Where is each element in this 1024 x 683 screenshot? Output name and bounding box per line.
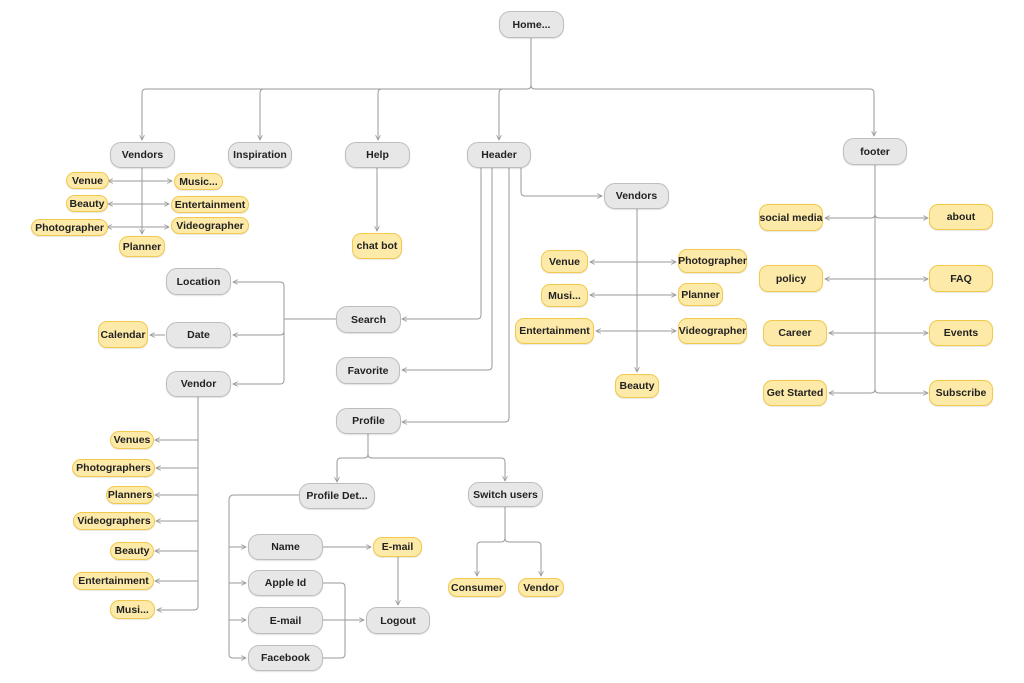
- profile-node[interactable]: Profile: [336, 408, 401, 434]
- logout-node[interactable]: Logout: [366, 607, 430, 634]
- about-node[interactable]: about: [929, 204, 993, 230]
- vendors-videographer-node[interactable]: Videographer: [171, 217, 249, 234]
- footer-node[interactable]: footer: [843, 138, 907, 165]
- policy-node[interactable]: policy: [759, 265, 823, 292]
- profile-details-node[interactable]: Profile Det...: [299, 483, 375, 509]
- vendor-videographers-node[interactable]: Videographers: [73, 512, 155, 530]
- switch-vendor-node[interactable]: Vendor: [518, 578, 564, 597]
- favorite-node[interactable]: Favorite: [336, 357, 400, 384]
- vendor-beauty-node[interactable]: Beauty: [110, 542, 154, 560]
- header-vendors-photographer-node[interactable]: Photographer: [678, 249, 747, 273]
- header-vendors-entertainment-node[interactable]: Entertainment: [515, 318, 594, 344]
- search-node[interactable]: Search: [336, 306, 401, 333]
- name-node[interactable]: Name: [248, 534, 323, 560]
- vendors-planner-node[interactable]: Planner: [119, 236, 165, 257]
- vendors-node[interactable]: Vendors: [110, 142, 175, 168]
- header-vendors-venue-node[interactable]: Venue: [541, 250, 588, 273]
- header-vendors-music-node[interactable]: Musi...: [541, 284, 588, 307]
- vendors-entertainment-node[interactable]: Entertainment: [171, 196, 249, 213]
- vendor-photographers-node[interactable]: Photographers: [72, 459, 155, 477]
- calendar-node[interactable]: Calendar: [98, 321, 148, 348]
- switch-users-node[interactable]: Switch users: [468, 482, 543, 507]
- home-node[interactable]: Home...: [499, 11, 564, 38]
- social-media-node[interactable]: social media: [759, 204, 823, 231]
- email-node[interactable]: E-mail: [248, 607, 323, 634]
- date-node[interactable]: Date: [166, 322, 231, 348]
- header-vendors-videographer-node[interactable]: Videographer: [678, 318, 747, 344]
- vendors-music-node[interactable]: Music...: [174, 173, 223, 190]
- header-vendors-beauty-node[interactable]: Beauty: [615, 374, 659, 398]
- vendor-venues-node[interactable]: Venues: [110, 431, 154, 449]
- header-vendors-node[interactable]: Vendors: [604, 183, 669, 209]
- chat-bot-node[interactable]: chat bot: [352, 233, 402, 259]
- vendor-music-node[interactable]: Musi...: [110, 600, 155, 619]
- career-node[interactable]: Career: [763, 320, 827, 346]
- vendors-beauty-node[interactable]: Beauty: [66, 195, 108, 212]
- faq-node[interactable]: FAQ: [929, 265, 993, 292]
- header-vendors-planner-node[interactable]: Planner: [678, 283, 723, 306]
- name-email-node[interactable]: E-mail: [373, 537, 422, 557]
- inspiration-node[interactable]: Inspiration: [228, 142, 292, 168]
- help-node[interactable]: Help: [345, 142, 410, 168]
- location-node[interactable]: Location: [166, 268, 231, 295]
- vendor-node[interactable]: Vendor: [166, 371, 231, 397]
- apple-id-node[interactable]: Apple Id: [248, 570, 323, 596]
- consumer-node[interactable]: Consumer: [448, 578, 506, 597]
- vendor-entertainment-node[interactable]: Entertainment: [73, 572, 154, 590]
- facebook-node[interactable]: Facebook: [248, 645, 323, 671]
- subscribe-node[interactable]: Subscribe: [929, 380, 993, 406]
- vendors-photographer-node[interactable]: Photographer: [31, 219, 108, 236]
- vendor-planners-node[interactable]: Planners: [106, 486, 154, 504]
- events-node[interactable]: Events: [929, 320, 993, 346]
- vendors-venue-node[interactable]: Venue: [66, 172, 109, 189]
- get-started-node[interactable]: Get Started: [763, 380, 827, 406]
- header-node[interactable]: Header: [467, 142, 531, 168]
